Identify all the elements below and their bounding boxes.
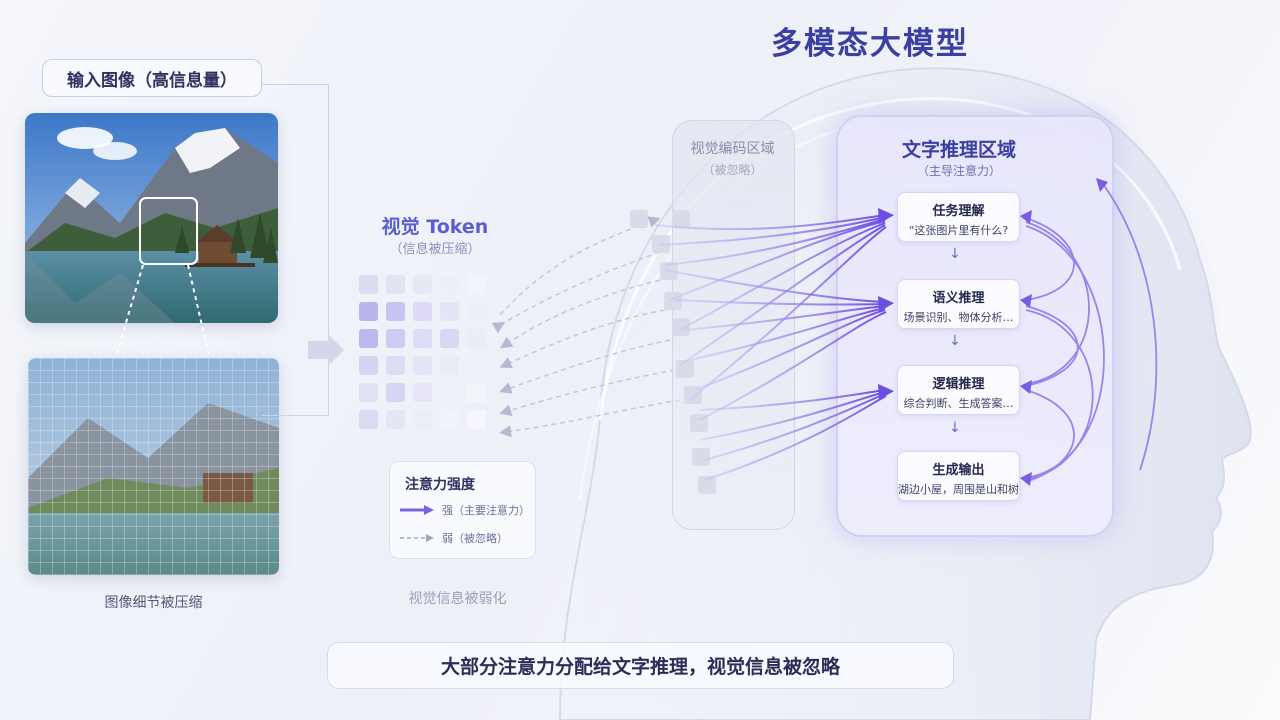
token-square [386, 383, 405, 402]
page-title: 多模态大模型 [771, 26, 969, 62]
token-grid [359, 275, 486, 429]
down-arrow-icon: ↓ [949, 246, 961, 262]
node-title: 逻辑推理 [932, 377, 985, 392]
node-title: 语义推理 [932, 291, 985, 306]
token-square [359, 275, 378, 294]
node-subtitle: 湖边小屋，周围是山和树 [898, 483, 1019, 496]
token-square [386, 302, 405, 321]
legend-weak-label: 弱（被忽略） [442, 532, 508, 545]
node-task-understanding: 任务理解 “这张图片里有什么? [897, 192, 1020, 242]
legend-strong: 强（主要注意力） [400, 502, 530, 518]
token-square [467, 383, 486, 402]
node-semantic-reasoning: 语义推理 场景识别、物体分析… [897, 279, 1020, 329]
token-square [467, 356, 486, 375]
token-square [386, 410, 405, 429]
pixelated-image [28, 358, 279, 575]
token-square [359, 383, 378, 402]
input-image-label: 输入图像（高信息量） [42, 59, 262, 97]
legend-strong-label: 强（主要注意力） [442, 504, 530, 517]
token-subtitle: （信息被压缩） [389, 242, 481, 257]
strong-arrow-icon [400, 505, 434, 515]
token-square [413, 275, 432, 294]
node-subtitle: 场景识别、物体分析… [903, 311, 1014, 324]
legend-weak: 弱（被忽略） [400, 530, 508, 546]
node-subtitle: 综合判断、生成答案… [903, 397, 1014, 410]
token-square [440, 410, 459, 429]
token-square [359, 329, 378, 348]
down-arrow-icon: ↓ [949, 420, 961, 436]
token-square [467, 275, 486, 294]
token-square [386, 356, 405, 375]
node-title: 生成输出 [932, 463, 985, 478]
encoded-token [684, 386, 702, 404]
token-square [413, 302, 432, 321]
zoom-lines [114, 264, 211, 361]
input-bracket [262, 84, 329, 416]
summary-banner: 大部分注意力分配给文字推理，视觉信息被忽略 [327, 642, 954, 689]
encoded-token [698, 476, 716, 494]
token-square [359, 356, 378, 375]
node-subtitle: “这张图片里有什么? [908, 224, 1009, 237]
text-region-subtitle: （主导注意力） [916, 164, 1001, 178]
token-square [440, 329, 459, 348]
token-square [440, 302, 459, 321]
compress-caption: 图像细节被压缩 [104, 595, 203, 611]
down-arrow-icon: ↓ [949, 333, 961, 349]
encoded-token [630, 210, 648, 228]
encoded-token [672, 210, 690, 228]
legend-title: 注意力强度 [405, 477, 475, 493]
attention-legend: 注意力强度 强（主要注意力） 弱（被忽略） [389, 461, 536, 559]
visual-region-subtitle: （被忽略） [702, 163, 763, 177]
token-square [440, 383, 459, 402]
token-square [467, 329, 486, 348]
token-square [467, 410, 486, 429]
token-square [413, 356, 432, 375]
encoded-token [672, 318, 690, 336]
weak-arrow-icon [400, 534, 434, 542]
landscape-image [25, 113, 278, 323]
token-square [413, 410, 432, 429]
weak-caption: 视觉信息被弱化 [408, 591, 507, 607]
node-generate-output: 生成输出 湖边小屋，周围是山和树 [897, 451, 1020, 501]
token-square [386, 329, 405, 348]
token-square [386, 275, 405, 294]
token-title: 视觉 Token [381, 216, 489, 238]
token-square [413, 329, 432, 348]
token-square [440, 356, 459, 375]
node-logical-reasoning: 逻辑推理 综合判断、生成答案… [897, 365, 1020, 415]
token-square [440, 275, 459, 294]
visual-region-title: 视觉编码区域 [690, 141, 775, 157]
text-region-title: 文字推理区域 [901, 139, 1016, 161]
token-square [413, 383, 432, 402]
token-square [359, 302, 378, 321]
token-square [467, 302, 486, 321]
forward-arrow-icon [308, 334, 344, 366]
encoded-token [692, 448, 710, 466]
node-title: 任务理解 [932, 204, 985, 219]
token-square [359, 410, 378, 429]
